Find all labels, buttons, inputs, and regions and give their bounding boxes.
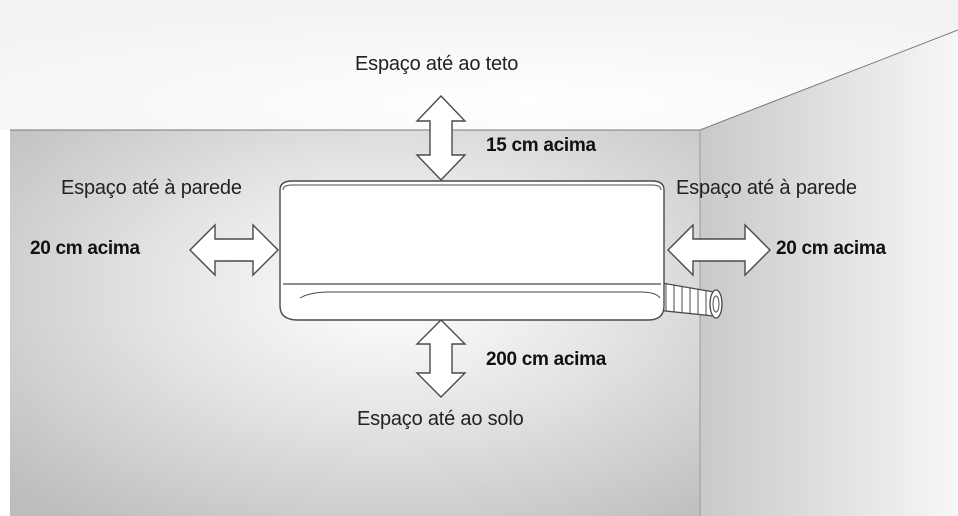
- side-wall: [700, 30, 958, 516]
- floor-clearance-title: Espaço até ao solo: [357, 408, 524, 430]
- ceiling-arrow-icon: [415, 94, 467, 182]
- ceiling-surface: [0, 0, 958, 130]
- left-wall-clearance-value: 20 cm acima: [30, 238, 140, 259]
- right-wall-clearance-value: 20 cm acima: [776, 238, 886, 259]
- pipe-icon: [655, 281, 723, 319]
- left-arrow-icon: [189, 223, 279, 277]
- floor-arrow-icon: [415, 319, 467, 398]
- right-wall-clearance-title: Espaço até à parede: [676, 177, 857, 199]
- ceiling-clearance-value: 15 cm acima: [486, 135, 596, 156]
- corner-edge-top: [699, 29, 958, 131]
- right-arrow-icon: [667, 223, 771, 277]
- indoor-unit: [279, 180, 665, 321]
- left-wall-clearance-title: Espaço até à parede: [61, 177, 242, 199]
- floor-clearance-value: 200 cm acima: [486, 349, 606, 370]
- ceiling-clearance-title: Espaço até ao teto: [355, 53, 519, 75]
